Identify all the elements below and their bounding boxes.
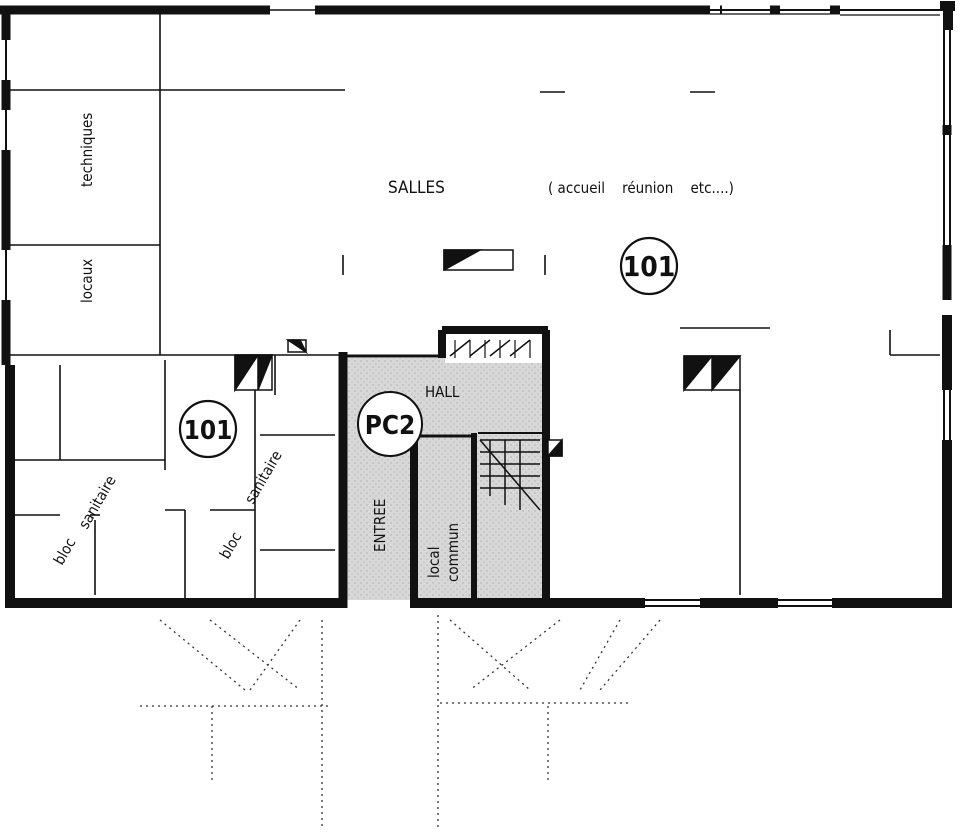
- exterior-site-lines: [140, 615, 661, 830]
- label-bloc-right: bloc: [216, 529, 246, 562]
- label-techniques: techniques: [78, 113, 96, 187]
- room-marker-101-main: 101: [619, 236, 679, 296]
- interior-partitions: [10, 14, 940, 600]
- label-sanitaire-left: sanitaire: [75, 472, 120, 532]
- label-accueil: ( accueil réunion etc....): [548, 179, 734, 197]
- label-bloc-left: bloc: [50, 535, 80, 568]
- room-marker-pc2: PC2: [357, 391, 423, 457]
- room-label-101-main: 101: [623, 250, 676, 283]
- label-commun: commun: [444, 523, 462, 582]
- core-walls: [338, 326, 550, 608]
- duct-symbols: [234, 249, 742, 457]
- room-marker-101-left: 101: [178, 399, 238, 459]
- label-entree: ENTREE: [371, 499, 389, 552]
- label-local: local: [425, 547, 443, 578]
- outer-walls: [0, 1, 955, 608]
- label-locaux: locaux: [78, 259, 96, 303]
- label-salles: SALLES: [388, 178, 445, 198]
- room-label-pc2: PC2: [365, 411, 416, 441]
- label-hall: HALL: [425, 383, 460, 401]
- room-label-101-left: 101: [184, 416, 233, 446]
- label-sanitaire-right: sanitaire: [241, 447, 286, 507]
- staircase: [449, 339, 541, 511]
